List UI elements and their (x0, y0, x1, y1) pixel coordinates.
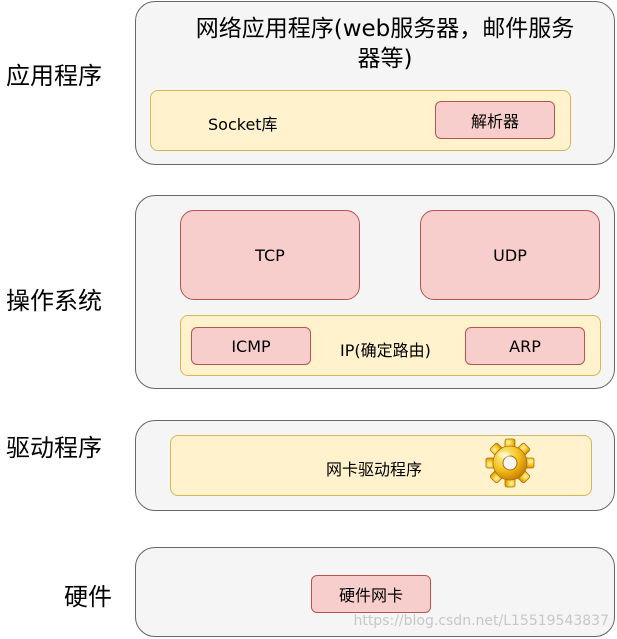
arp-box: ARP (465, 327, 585, 365)
tcp-box: TCP (180, 210, 360, 300)
layer-label-driver: 驱动程序 (6, 434, 102, 462)
watermark: https://blog.csdn.net/L15519543837 (353, 613, 609, 629)
resolver-box: 解析器 (435, 101, 555, 139)
gear-icon (485, 438, 535, 488)
application-title: 网络应用程序(web服务器，邮件服务器等) (195, 16, 575, 72)
socket-library-label: Socket库 (208, 115, 278, 134)
udp-box: UDP (420, 210, 600, 300)
layer-label-hardware: 硬件 (64, 583, 112, 611)
hardware-nic-box: 硬件网卡 (311, 575, 431, 613)
layer-label-application: 应用程序 (6, 62, 102, 90)
ip-label: IP(确定路由) (340, 341, 431, 360)
layer-label-operating-system: 操作系统 (6, 287, 102, 315)
nic-driver-label: 网卡驱动程序 (326, 460, 423, 479)
icmp-box: ICMP (191, 327, 311, 365)
